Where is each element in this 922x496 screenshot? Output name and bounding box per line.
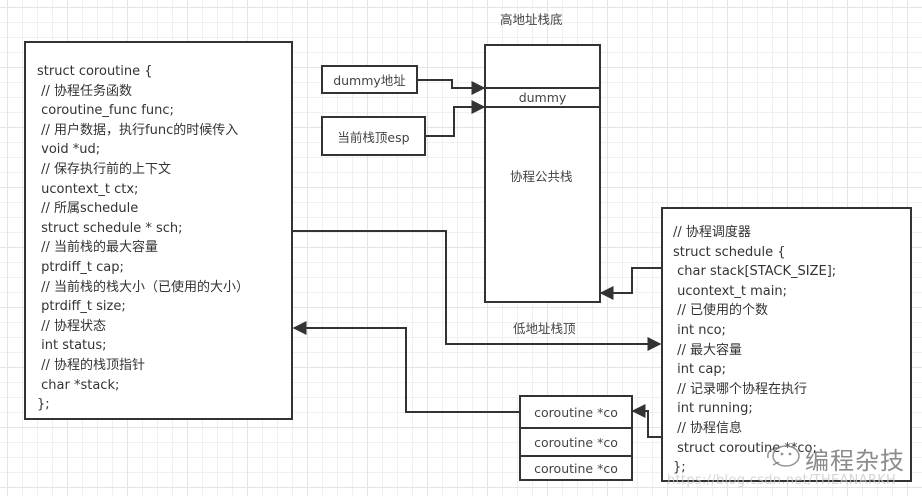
code-line: // 协程状态: [37, 318, 107, 334]
schedule-struct-code: // 协程调度器 struct schedule { char stack[STA…: [673, 223, 910, 478]
code-line: };: [673, 460, 686, 476]
code-line: ptrdiff_t size;: [37, 299, 126, 315]
code-line: // 最大容量: [673, 342, 743, 358]
code-line: int running;: [673, 401, 753, 417]
code-line: // 所属schedule: [37, 201, 139, 217]
code-line: struct coroutine {: [37, 64, 153, 79]
code-line: int nco;: [673, 322, 726, 338]
code-line: // 协程的栈顶指针: [37, 357, 146, 373]
code-line: char *stack;: [37, 377, 120, 393]
arrow-co-to-coroutine: [292, 321, 520, 413]
schedule-struct-box: // 协程调度器 struct schedule { char stack[STA…: [661, 207, 912, 482]
co-array-cell: coroutine *co: [521, 429, 631, 457]
watermark-brand: 编程杂技: [805, 447, 905, 475]
code-line: // 保存执行前的上下文: [37, 161, 172, 177]
code-line: // 当前栈的栈大小（已使用的大小）: [37, 279, 250, 295]
code-line: // 记录哪个协程在执行: [673, 381, 808, 397]
esp-box: 当前栈顶esp: [321, 116, 426, 156]
code-line: void *ud;: [37, 142, 101, 158]
stack-top-label: 高地址栈底: [500, 12, 563, 27]
arrow-dummy-addr-to-dummy: [418, 79, 486, 95]
arrow-sch-to-schedule: [292, 230, 662, 351]
code-line: // 协程调度器: [673, 225, 751, 240]
stack-dummy-slot: dummy: [486, 87, 599, 108]
code-line: char stack[STACK_SIZE];: [673, 264, 837, 280]
code-line: int status;: [37, 338, 107, 354]
code-line: ucontext_t main;: [673, 283, 787, 299]
code-line: };: [37, 397, 50, 413]
code-line: struct coroutine **co;: [673, 440, 817, 456]
stack-body-label: 协程公共栈: [510, 169, 573, 184]
watermark-url: https://blog.csdn.net/THEANARKH: [667, 473, 897, 488]
code-line: coroutine_func func;: [37, 103, 174, 119]
coroutine-struct-box: struct coroutine { // 协程任务函数 coroutine_f…: [24, 41, 293, 420]
arrow-esp-to-stack: [426, 100, 486, 137]
code-line: ptrdiff_t cap;: [37, 259, 124, 275]
code-line: // 当前栈的最大容量: [37, 240, 159, 256]
dummy-address-box: dummy地址: [321, 65, 418, 94]
co-array-cell: coroutine *co: [521, 397, 631, 429]
coroutine-struct-code: struct coroutine { // 协程任务函数 coroutine_f…: [37, 62, 291, 415]
code-line: // 已使用的个数: [673, 303, 769, 319]
arrow-schedule-co-to-array: [631, 404, 662, 438]
public-stack-box: dummy 协程公共栈: [484, 44, 601, 303]
code-line: ucontext_t ctx;: [37, 181, 139, 197]
arrow-schedule-stack-to-public-stack: [599, 267, 662, 300]
code-line: struct schedule {: [673, 244, 786, 260]
code-line: // 协程信息: [673, 420, 743, 436]
co-array-cell: coroutine *co: [534, 460, 618, 476]
code-line: int cap;: [673, 362, 726, 378]
code-line: struct schedule * sch;: [37, 220, 183, 236]
wechat-icon: [767, 445, 800, 467]
stack-bottom-label: 低地址栈顶: [513, 321, 576, 336]
coroutine-pointer-array: coroutine *co coroutine *co coroutine *c…: [519, 395, 633, 481]
code-line: // 用户数据，执行func的时候传入: [37, 122, 239, 138]
code-line: // 协程任务函数: [37, 83, 133, 99]
